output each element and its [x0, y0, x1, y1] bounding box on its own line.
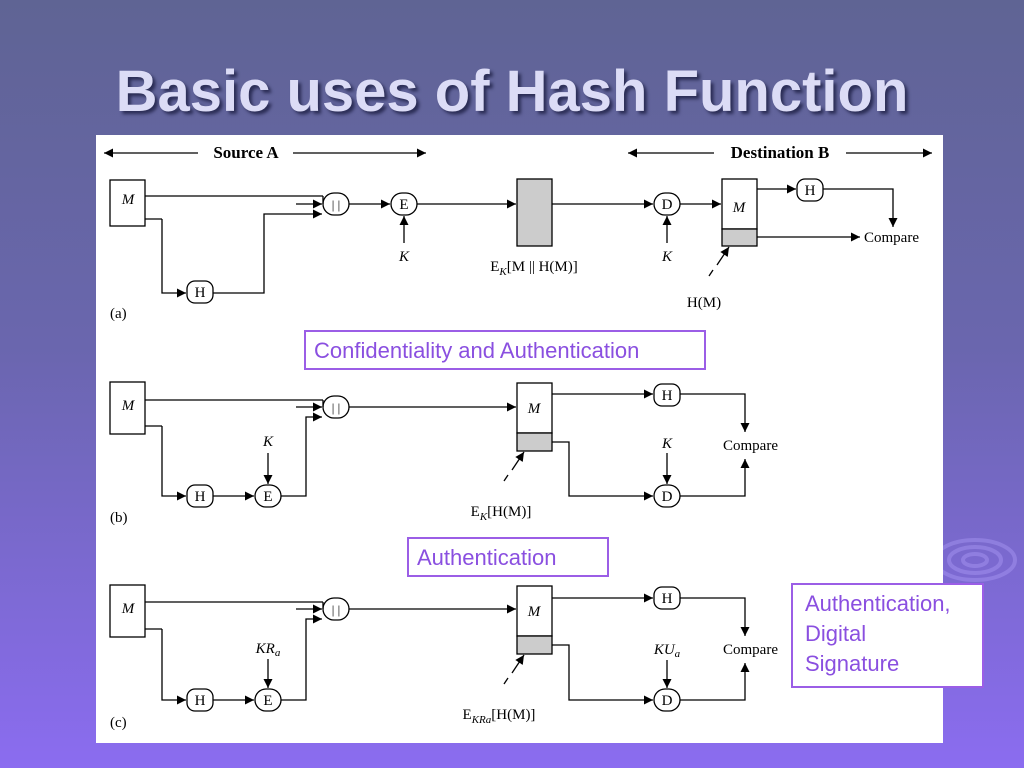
hash-node: [186, 280, 214, 304]
key-label-dest: K: [661, 249, 673, 265]
key-label: K: [262, 434, 274, 450]
compare-label: Compare: [723, 438, 778, 454]
encrypted-hash-block: [516, 432, 553, 452]
scheme-c: M H E KRa | | M: [109, 584, 778, 731]
source-label: Source A: [213, 143, 279, 162]
concat-label: | |: [332, 602, 340, 617]
hash-label-dest: H: [662, 591, 673, 607]
concat-label: | |: [332, 400, 340, 415]
concat-label: | |: [332, 197, 340, 212]
compare-label: Compare: [864, 230, 919, 246]
key-label: K: [398, 249, 410, 265]
hash-diagram-panel: Source A Destination B M H | |: [96, 135, 943, 743]
message-block: [109, 381, 146, 435]
private-key-label: KRa: [255, 641, 281, 659]
scheme-tag: (c): [110, 715, 127, 731]
hash-label-dest: H: [662, 388, 673, 404]
hash-node-dest: [653, 383, 681, 407]
scheme-b: M H E K | | M: [109, 381, 778, 526]
received-message-label: M: [527, 401, 542, 417]
compare-label: Compare: [723, 642, 778, 658]
message-label: M: [121, 192, 136, 208]
encrypt-label: E: [263, 489, 272, 505]
signature-line: Authentication,: [805, 591, 951, 616]
scheme-tag: (a): [110, 306, 127, 322]
authentication-callout: Authentication: [407, 537, 609, 577]
digital-signature-callout: Authentication, Digital Signature: [791, 583, 984, 688]
message-label: M: [121, 601, 136, 617]
transmitted-label-a: EK[M || H(M)]: [490, 259, 578, 278]
confidentiality-callout: Confidentiality and Authentication: [304, 330, 706, 370]
signed-hash-block: [516, 635, 553, 655]
hash-node-dest: [796, 178, 824, 202]
received-hash-block: [721, 228, 758, 247]
scheme-tag: (b): [110, 510, 128, 526]
received-message-label: M: [527, 604, 542, 620]
public-key-label: KUa: [653, 642, 681, 660]
hash-label: H: [195, 693, 206, 709]
scheme-a: M H | | E K EK[M || H(M)]: [109, 178, 919, 322]
transmitted-label-c: EKRa[H(M)]: [463, 707, 536, 726]
destination-label: Destination B: [731, 143, 830, 162]
decrypt-label: D: [662, 489, 673, 505]
encrypt-label: E: [263, 693, 272, 709]
key-label-dest: K: [661, 436, 673, 452]
encrypt-label: E: [399, 197, 408, 213]
signature-line: Digital: [805, 621, 867, 646]
hash-label: H: [195, 489, 206, 505]
decrypt-label: D: [662, 197, 673, 213]
hash-output-label: H(M): [687, 295, 721, 311]
received-message-label: M: [732, 200, 747, 216]
decrypt-label: D: [662, 693, 673, 709]
transmitted-label-b: EK[H(M)]: [471, 504, 532, 523]
hash-diagram: Source A Destination B M H | |: [104, 143, 932, 731]
hash-label-dest: H: [805, 183, 816, 199]
slide-title: Basic uses of Hash Function: [115, 59, 909, 124]
message-block: [109, 179, 146, 227]
ciphertext-block: [516, 178, 553, 247]
message-block: [109, 584, 146, 638]
message-label: M: [121, 398, 136, 414]
signature-line: Signature: [805, 651, 900, 676]
header: Source A Destination B: [104, 143, 932, 162]
hash-label: H: [195, 285, 206, 301]
